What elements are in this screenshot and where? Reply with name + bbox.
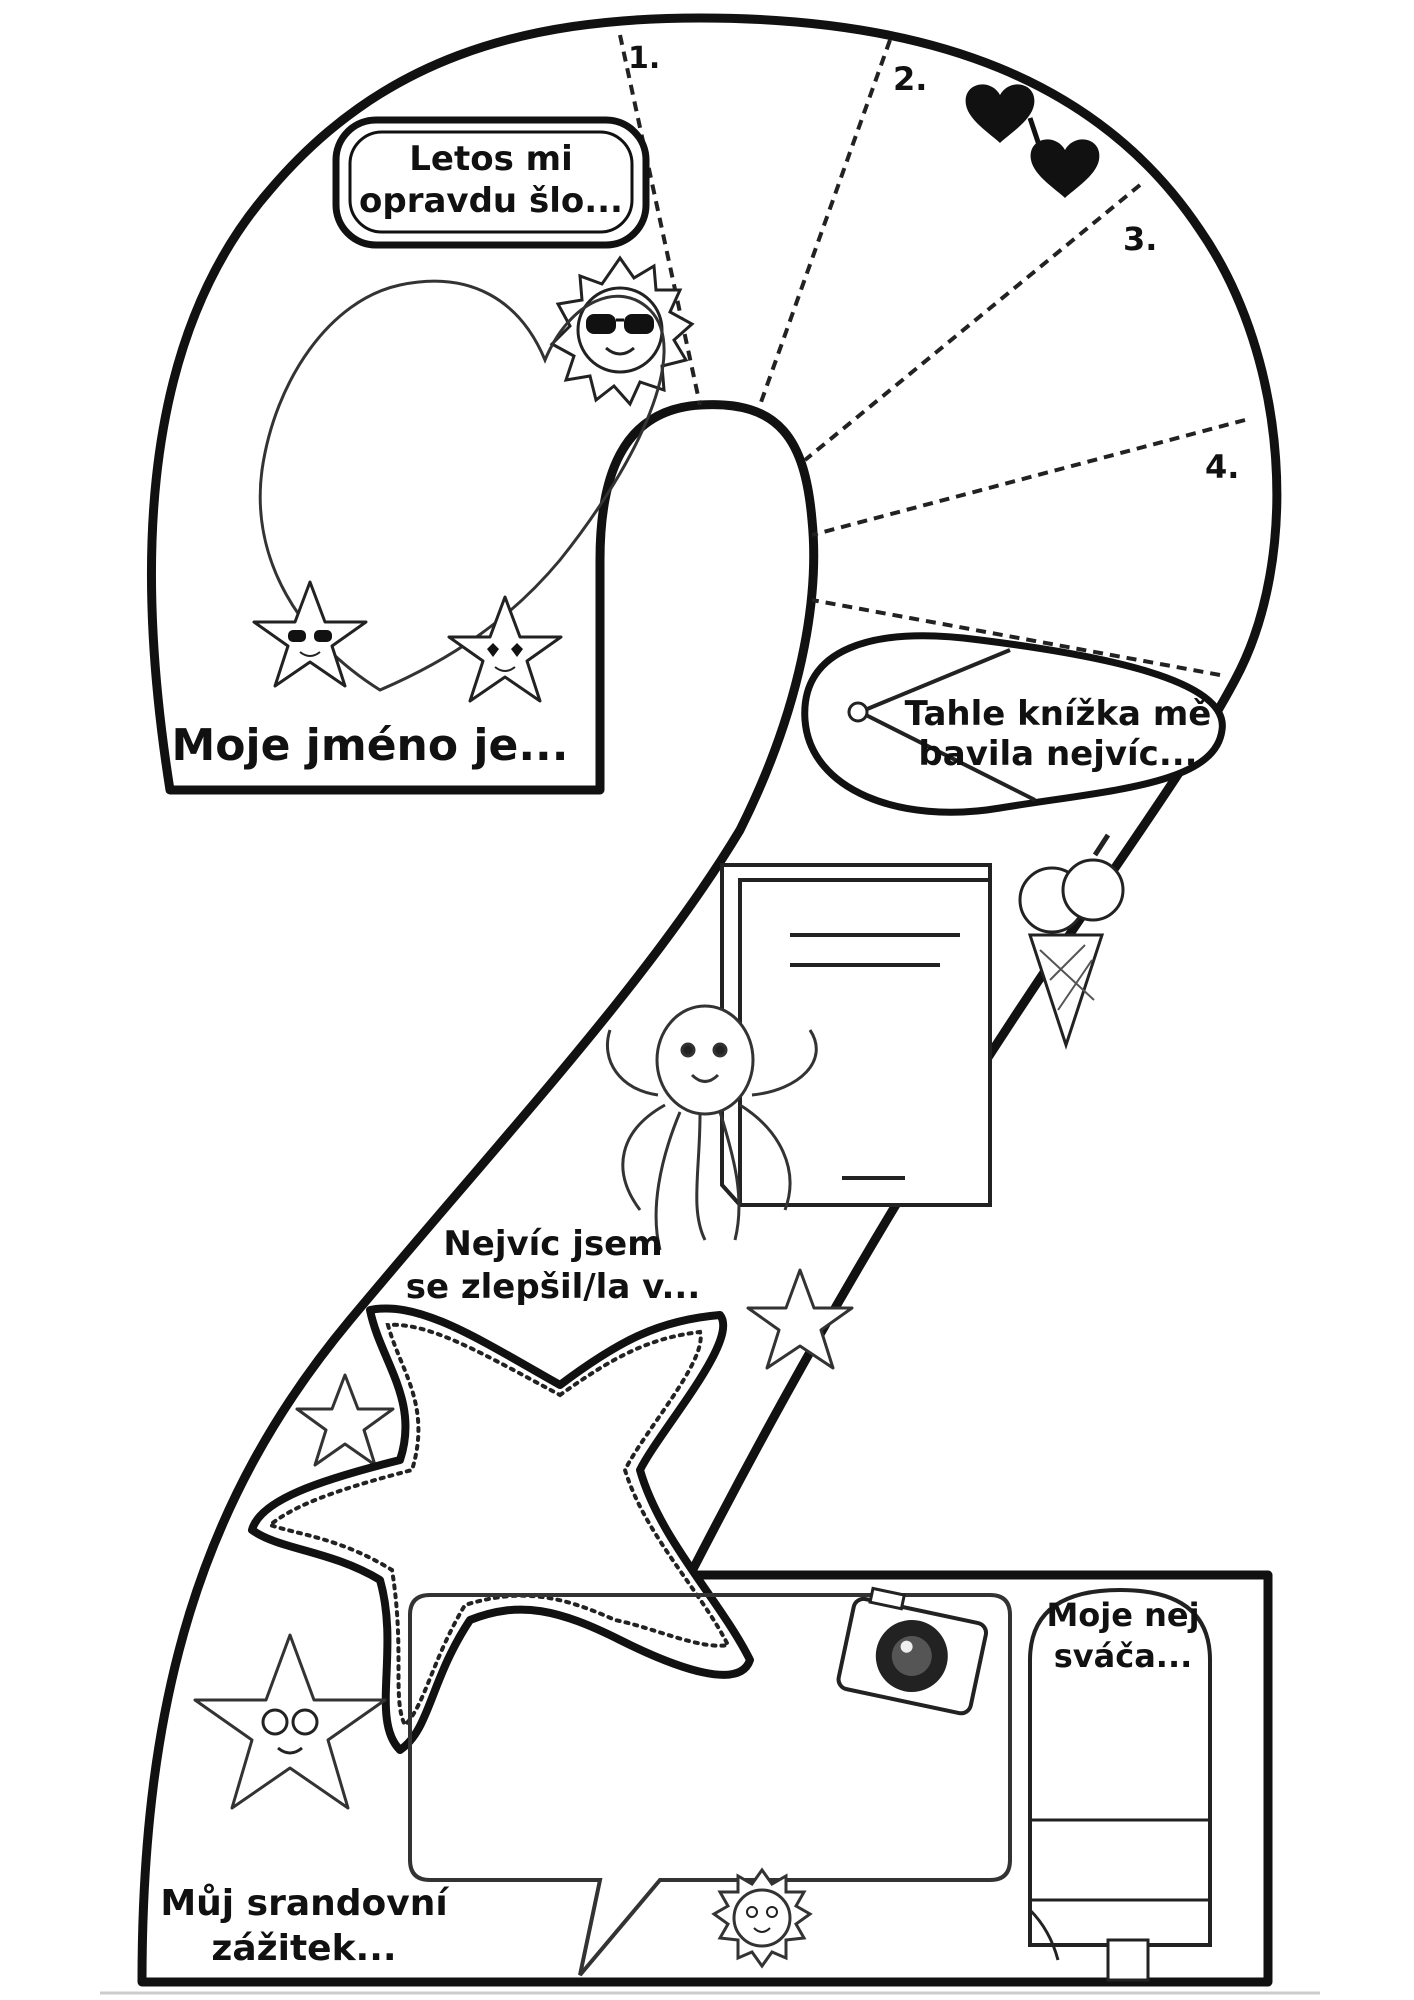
- heart-frame: [258, 279, 666, 692]
- popsicle-frame: [1028, 1587, 1212, 1982]
- heart-sunglasses-icon: [965, 84, 1100, 198]
- list-number-1: 1.: [628, 41, 660, 76]
- prompt-funny-line1: Můj srandovní: [160, 1883, 449, 1924]
- smiling-sun-icon: [711, 1867, 813, 1969]
- small-starfish-left-icon: [295, 1373, 395, 1467]
- large-starfish-frame: [248, 1304, 754, 1754]
- prompt-snack-line2: sváča...: [1054, 1637, 1193, 1675]
- prompt-book-line1: Tahle knížka mě: [905, 694, 1212, 734]
- starfish-swirl-eyes-icon: [193, 1633, 387, 1810]
- goggles-frame: [332, 116, 650, 249]
- book-icon: [720, 863, 992, 1207]
- prompt-book-line2: bavila nejvíc...: [918, 734, 1197, 774]
- prompt-improved-line1: Nejvíc jsem: [443, 1224, 662, 1264]
- sun-with-sunglasses-icon: [549, 255, 695, 407]
- starfish-heart-eyes-icon: [447, 595, 563, 703]
- prompt-snack-line1: Moje nej: [1046, 1596, 1199, 1634]
- small-starfish-right-icon: [746, 1268, 854, 1370]
- list-number-3: 3.: [1123, 220, 1157, 258]
- speech-bubble-frame: [408, 1593, 1012, 1977]
- camera-icon: [836, 1586, 989, 1716]
- prompt-funny-line2: zážitek...: [211, 1928, 396, 1969]
- list-number-2: 2.: [893, 60, 927, 98]
- list-number-4: 4.: [1205, 448, 1239, 486]
- prompt-name: Moje jméno je...: [172, 720, 569, 771]
- octopus-icon: [605, 1004, 818, 1251]
- flip-flop-frame: [801, 632, 1226, 816]
- prompt-improved-line2: se zlepšil/la v...: [406, 1267, 701, 1307]
- list-dividers: [618, 34, 1246, 677]
- prompt-this-year-line1: Letos mi: [409, 139, 573, 179]
- prompt-this-year-line2: opravdu šlo...: [359, 181, 623, 221]
- ice-cream-cone-icon: [1018, 833, 1125, 1050]
- starfish-sunglasses-icon: [252, 580, 368, 688]
